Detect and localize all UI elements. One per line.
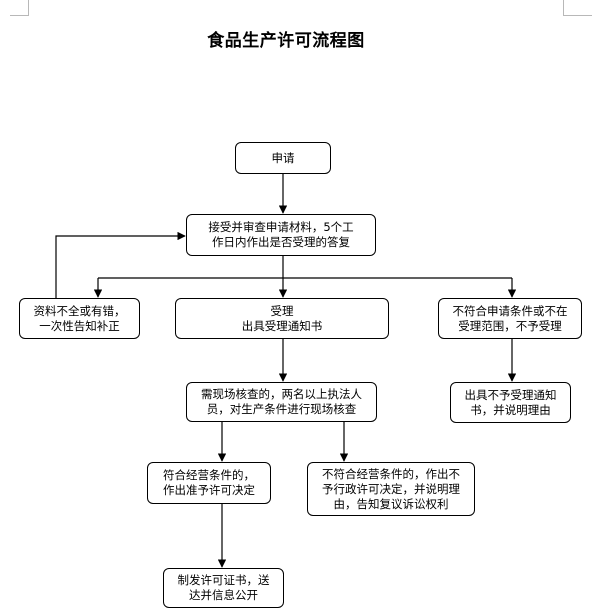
node-rejection-notice: 出具不予受理通知 书，并说明理由 bbox=[450, 382, 571, 423]
node-review-materials: 接受并审查申请材料，5个工 作日内作出是否受理的答复 bbox=[186, 214, 376, 256]
page-corner-mark-right bbox=[563, 0, 592, 16]
node-onsite-inspection: 需现场核查的，两名以上执法人 员，对生产条件进行现场核查 bbox=[186, 382, 377, 422]
node-accept-label: 受理 出具受理通知书 bbox=[241, 303, 323, 333]
node-rejection-notice-label: 出具不予受理通知 书，并说明理由 bbox=[464, 387, 557, 417]
node-issue-license: 制发许可证书，送 达并信息公开 bbox=[163, 568, 284, 608]
node-approve-decision: 符合经营条件的， 作出准予许可决定 bbox=[147, 462, 271, 504]
node-apply-label: 申请 bbox=[271, 150, 295, 165]
node-not-meet-conditions: 不符合申请条件或不在 受理范围，不予受理 bbox=[438, 298, 582, 339]
arrow-incomplete-back-to-review bbox=[55, 231, 186, 298]
node-deny-decision-label: 不符合经营条件的，作出不 予行政许可决定，并说明理 由，告知复议诉讼权利 bbox=[322, 466, 460, 511]
node-review-materials-label: 接受并审查申请材料，5个工 作日内作出是否受理的答复 bbox=[208, 220, 354, 249]
node-approve-decision-label: 符合经营条件的， 作出准予许可决定 bbox=[163, 468, 255, 497]
node-onsite-inspection-label: 需现场核查的，两名以上执法人 员，对生产条件进行现场核查 bbox=[201, 387, 362, 416]
page-title: 食品生产许可流程图 bbox=[207, 31, 365, 51]
page-corner-mark-left bbox=[10, 0, 29, 16]
node-incomplete-materials: 资料不全或有错， 一次性告知补正 bbox=[19, 298, 140, 339]
node-not-meet-conditions-label: 不符合申请条件或不在 受理范围，不予受理 bbox=[452, 303, 568, 333]
node-incomplete-materials-label: 资料不全或有错， 一次性告知补正 bbox=[33, 303, 126, 333]
node-issue-license-label: 制发许可证书，送 达并信息公开 bbox=[177, 573, 270, 602]
node-accept: 受理 出具受理通知书 bbox=[175, 298, 389, 339]
node-apply: 申请 bbox=[235, 142, 331, 174]
node-deny-decision: 不符合经营条件的，作出不 予行政许可决定，并说明理 由，告知复议诉讼权利 bbox=[307, 462, 475, 516]
